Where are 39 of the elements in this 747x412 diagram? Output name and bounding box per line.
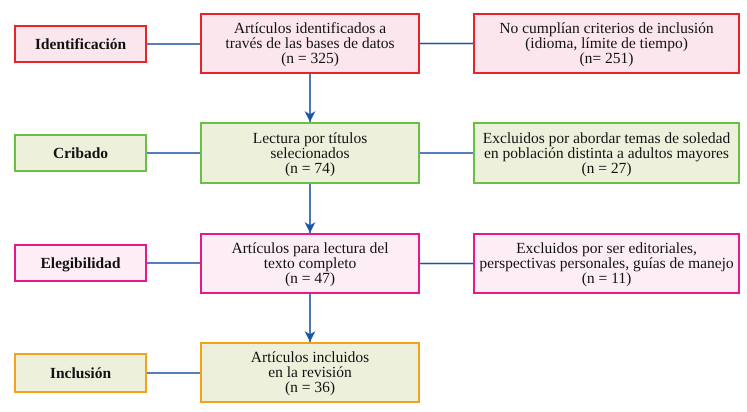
stage-label: Inclusión	[50, 366, 112, 380]
box-text: Artículos incluidos en la revisión	[250, 350, 370, 380]
count-text: (n = 325)	[281, 51, 339, 66]
stage-label: Elegibilidad	[40, 256, 121, 270]
arrow	[304, 184, 316, 233]
exclusion-box	[473, 122, 740, 184]
exclusion-box	[473, 233, 740, 294]
stage-label: Cribado	[52, 146, 108, 160]
count-text: (n = 11)	[582, 271, 632, 286]
count-text: (n = 27)	[581, 160, 632, 176]
count-text: (n = 47)	[284, 271, 336, 286]
connector-line	[147, 372, 200, 374]
connector-line	[420, 152, 473, 154]
process-box	[200, 122, 420, 184]
connector-line	[147, 43, 200, 45]
count-text: (n = 36)	[284, 380, 336, 395]
box-text: Artículos para lectura del texto completo	[230, 241, 390, 271]
box-text: Lectura por títulos selecionados	[252, 130, 368, 160]
box-text: No cumplían criterios de inclusión (idioma, límite de tiempo)	[498, 21, 715, 51]
count-text: (n= 251)	[580, 51, 634, 66]
stage-box	[14, 134, 147, 172]
connector-line	[147, 262, 200, 264]
exclusion-box	[473, 13, 740, 74]
connector-line	[420, 262, 473, 264]
stage-box	[14, 244, 147, 282]
stage-label: Identificación	[34, 36, 126, 52]
connector-line	[420, 42, 473, 44]
process-box	[200, 342, 420, 403]
arrow	[304, 294, 316, 342]
process-box	[200, 233, 420, 294]
count-text: (n = 74)	[284, 160, 336, 176]
box-text: Artículos identificados a través de las bases de datos	[224, 21, 396, 51]
box-text: Excluidos por ser editoriales, perspectivas personales, guías de manejo	[478, 241, 734, 271]
stage-box	[14, 25, 147, 63]
stage-box	[14, 353, 147, 393]
process-box	[200, 13, 420, 74]
connector-line	[147, 152, 200, 154]
arrow	[304, 74, 316, 122]
box-text: Excluidos por abordar temas de soledad en población distinta a adultos mayores	[482, 130, 732, 160]
